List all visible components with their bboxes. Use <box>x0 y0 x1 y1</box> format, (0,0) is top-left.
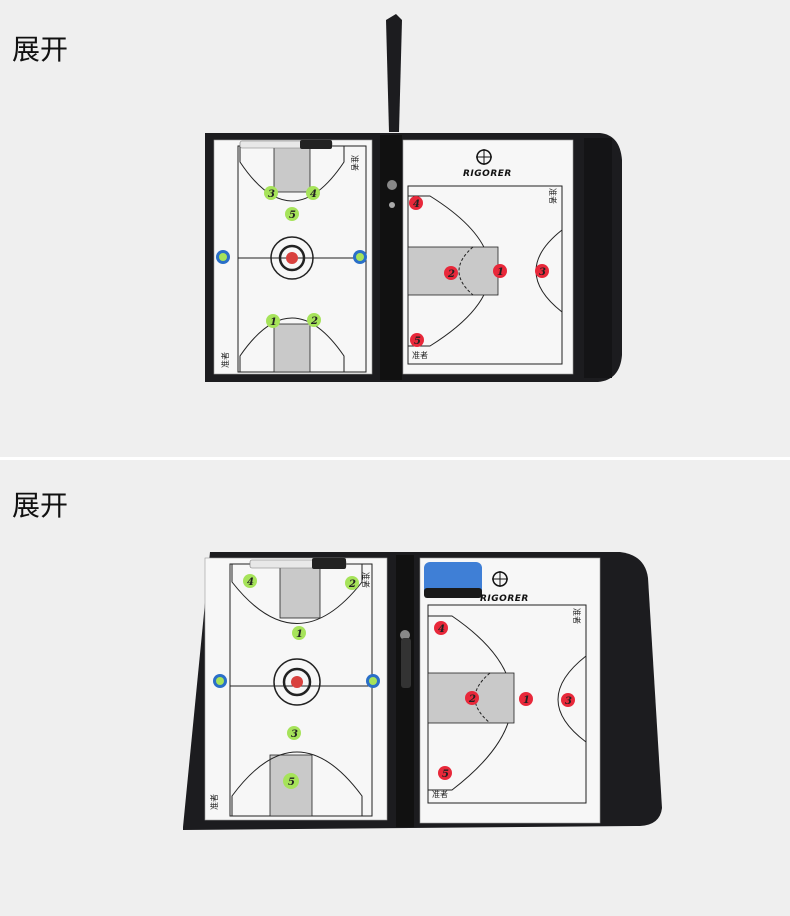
svg-text:4: 4 <box>413 199 420 210</box>
svg-text:1: 1 <box>270 317 277 328</box>
svg-text:3: 3 <box>565 696 572 707</box>
svg-text:2: 2 <box>447 269 455 280</box>
right-board-half-court: RIGORER 准者 准者 4 2 1 3 5 <box>402 139 574 375</box>
watermark-logo: 准者 <box>572 608 582 624</box>
magnet-green: 3 <box>264 186 278 200</box>
magnet-red: 2 <box>465 691 479 705</box>
brand-name: RIGORER <box>480 594 529 604</box>
folder-spine <box>380 135 402 380</box>
left-board-full-court: 准者 准者 4 2 1 3 5 <box>204 557 388 821</box>
magnet-green: 2 <box>307 313 321 327</box>
magnet-green: 5 <box>285 207 299 221</box>
magnet-red: 4 <box>409 196 423 210</box>
watermark-logo: 准者 <box>350 155 360 171</box>
tactic-board-folder-photo: 准者 准者 4 2 1 3 5 RIGORER 准者 <box>183 552 662 830</box>
magnet-green: 1 <box>292 626 306 640</box>
svg-text:3: 3 <box>539 267 546 278</box>
svg-text:4: 4 <box>438 624 445 635</box>
svg-text:1: 1 <box>296 629 303 640</box>
magnet-green: 1 <box>266 314 280 328</box>
svg-text:5: 5 <box>288 777 295 788</box>
watermark-logo: 准者 <box>548 188 558 204</box>
tactic-board-folder-photo: 准者 准者 3 4 5 1 2 RIGORER 准者 <box>205 14 622 382</box>
svg-text:1: 1 <box>523 695 530 706</box>
svg-text:2: 2 <box>468 694 476 705</box>
magnet-red: 5 <box>438 766 452 780</box>
magnet-red: 5 <box>410 333 424 347</box>
magnet-red: 1 <box>493 264 507 278</box>
svg-text:5: 5 <box>289 210 296 221</box>
magnet-red: 3 <box>561 693 575 707</box>
section-label: 展开 <box>12 33 69 66</box>
magnet-red: 4 <box>434 621 448 635</box>
magnet-green: 5 <box>283 773 299 789</box>
svg-text:3: 3 <box>291 729 298 740</box>
watermark-logo: 准者 <box>361 572 371 588</box>
magnet-red: 2 <box>444 266 458 280</box>
lanyard-clip <box>401 638 411 688</box>
section-label: 展开 <box>12 489 69 522</box>
left-board-full-court: 准者 准者 3 4 5 1 2 <box>213 139 373 375</box>
magnet-red: 3 <box>535 264 549 278</box>
magnet-green: 4 <box>243 574 257 588</box>
magnet-red: 1 <box>519 692 533 706</box>
product-photo-unfolded-top: 展开 准者 准者 3 <box>0 0 790 457</box>
right-board-half-court: RIGORER 准者 准者 4 2 1 3 5 <box>419 557 601 824</box>
svg-text:4: 4 <box>247 577 254 588</box>
folder-spine <box>396 555 414 827</box>
svg-text:5: 5 <box>414 336 421 347</box>
magnet-green: 4 <box>306 186 320 200</box>
watermark-logo: 准者 <box>432 789 448 799</box>
hanging-strap <box>386 14 402 132</box>
svg-text:5: 5 <box>442 769 449 780</box>
brand-name: RIGORER <box>463 169 512 179</box>
svg-text:1: 1 <box>497 267 504 278</box>
watermark-logo: 准者 <box>209 794 219 810</box>
svg-text:2: 2 <box>348 579 356 590</box>
svg-text:3: 3 <box>268 189 275 200</box>
product-photo-unfolded-bottom: 展开 准者 准者 4 2 1 3 5 <box>0 460 790 916</box>
watermark-logo: 准者 <box>412 350 428 360</box>
svg-text:4: 4 <box>310 189 317 200</box>
watermark-logo: 准者 <box>220 352 230 368</box>
magnet-green: 3 <box>287 726 301 740</box>
svg-text:2: 2 <box>310 316 318 327</box>
magnet-green: 2 <box>345 576 359 590</box>
